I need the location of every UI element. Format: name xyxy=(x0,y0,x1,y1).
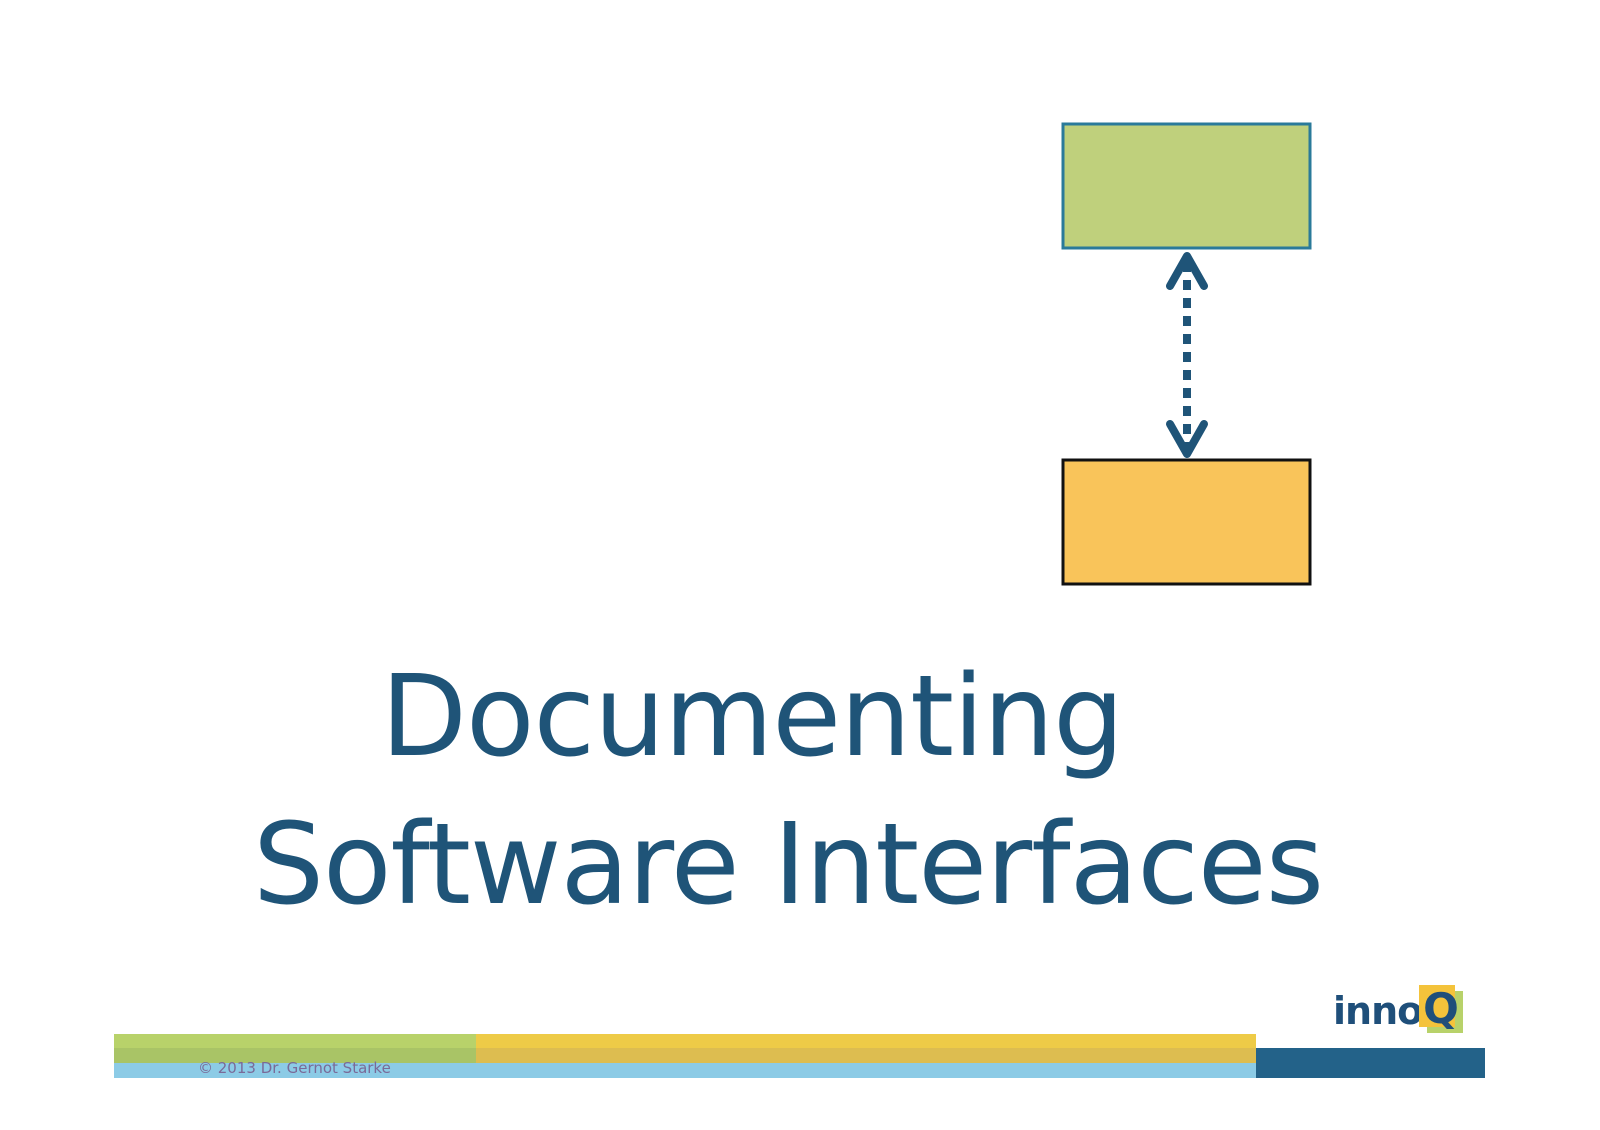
slide-title-line-1: Documenting xyxy=(380,652,1124,782)
footer-bar-light-blue xyxy=(114,1063,1256,1078)
innoq-logo: inno Q xyxy=(1333,983,1473,1035)
logo-q-mark: Q xyxy=(1419,985,1465,1033)
footer-bar-yellow-dark xyxy=(476,1048,1256,1063)
top-component-box xyxy=(1061,122,1312,250)
slide-title-line-2: Software Interfaces xyxy=(252,800,1324,930)
interface-diagram xyxy=(1061,122,1312,586)
footer-bar-dark-blue xyxy=(1256,1048,1485,1078)
footer-bar-green-dark xyxy=(114,1048,476,1063)
footer-bar-yellow xyxy=(476,1034,1256,1048)
logo-q-letter: Q xyxy=(1423,984,1459,1033)
copyright-notice: © 2013 Dr. Gernot Starke xyxy=(198,1059,391,1077)
arrowhead-down-icon xyxy=(1166,420,1208,458)
arrowhead-up-icon xyxy=(1166,252,1208,290)
logo-text: inno xyxy=(1333,989,1423,1033)
bottom-component-box xyxy=(1061,458,1312,586)
logo-q-yellow-square xyxy=(1419,985,1455,1027)
footer-bar-green xyxy=(114,1034,476,1048)
footer-color-band xyxy=(114,1034,1485,1078)
